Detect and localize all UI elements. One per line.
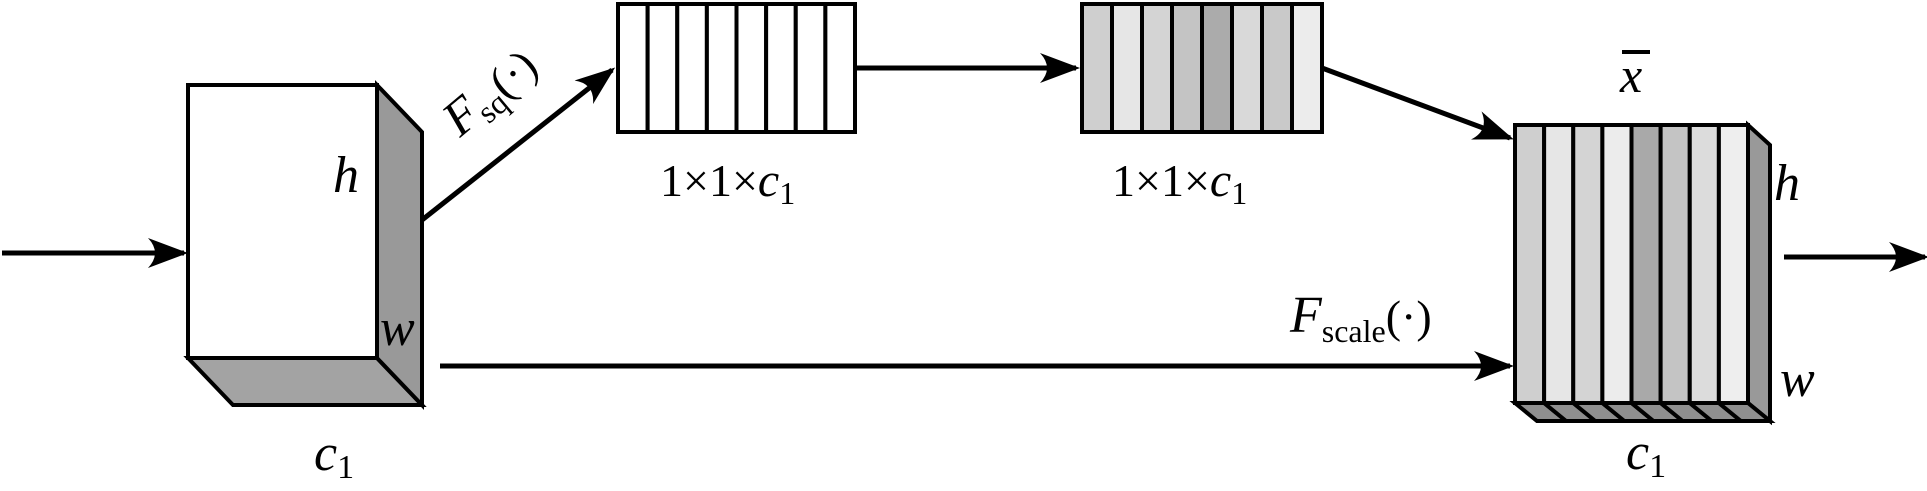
vector1-stripe [823, 2, 857, 134]
vector2-stripe [1170, 2, 1204, 134]
vector2-outline [1080, 2, 1324, 134]
vector1-stripe [704, 2, 739, 134]
input-height-label: h [333, 147, 359, 204]
output-front-stripe [1600, 123, 1634, 405]
vector2-stripe [1290, 2, 1324, 134]
vector1-outline [616, 2, 857, 134]
vector2-stripe [1140, 2, 1174, 134]
output-front-stripe [1513, 123, 1547, 405]
input-feature-block: h w c1 [183, 80, 427, 486]
channel-vector-excited: 1×1×c1 [1080, 2, 1324, 211]
output-front-stripe [1658, 123, 1692, 405]
output-height-label: h [1774, 155, 1800, 212]
vector2-stripe [1080, 2, 1114, 134]
output-front-stripe [1542, 123, 1576, 405]
input-block-front-face [186, 83, 379, 360]
vector2-label: 1×1×c1 [1112, 154, 1247, 211]
input-block-side-face [375, 80, 424, 410]
vector1-stripe [616, 2, 650, 134]
to-output-arrow [1321, 65, 1514, 141]
vector1-label: 1×1×c1 [660, 154, 795, 211]
output-front-stripe [1716, 123, 1750, 405]
output-width-label: w [1780, 351, 1815, 408]
vector1-stripe [675, 2, 709, 134]
vector2-stripe [1110, 2, 1144, 134]
output-block-front-outline [1513, 123, 1750, 405]
vector2-stripe [1200, 2, 1234, 134]
output-front-stripe [1571, 123, 1605, 405]
output-feature-block: x h w c1 [1509, 47, 1815, 485]
vector2-stripe [1260, 2, 1294, 134]
squeeze-arrow [420, 67, 616, 222]
input-channel-label: c1 [314, 425, 354, 486]
input-width-label: w [380, 300, 415, 357]
vector1-stripe [764, 2, 798, 134]
vector1-stripe [734, 2, 769, 134]
output-front-stripe [1629, 123, 1663, 405]
scale-label: Fscale(·) [1289, 287, 1432, 349]
vector1-stripe [793, 2, 828, 134]
output-block-side-face [1746, 120, 1772, 426]
channel-vector-squeezed: 1×1×c1 [616, 2, 857, 211]
vector2-stripe [1230, 2, 1264, 134]
output-front-stripe [1687, 123, 1721, 405]
vector1-stripe [645, 2, 680, 134]
output-title: x [1619, 47, 1642, 103]
output-channel-label: c1 [1626, 424, 1666, 485]
